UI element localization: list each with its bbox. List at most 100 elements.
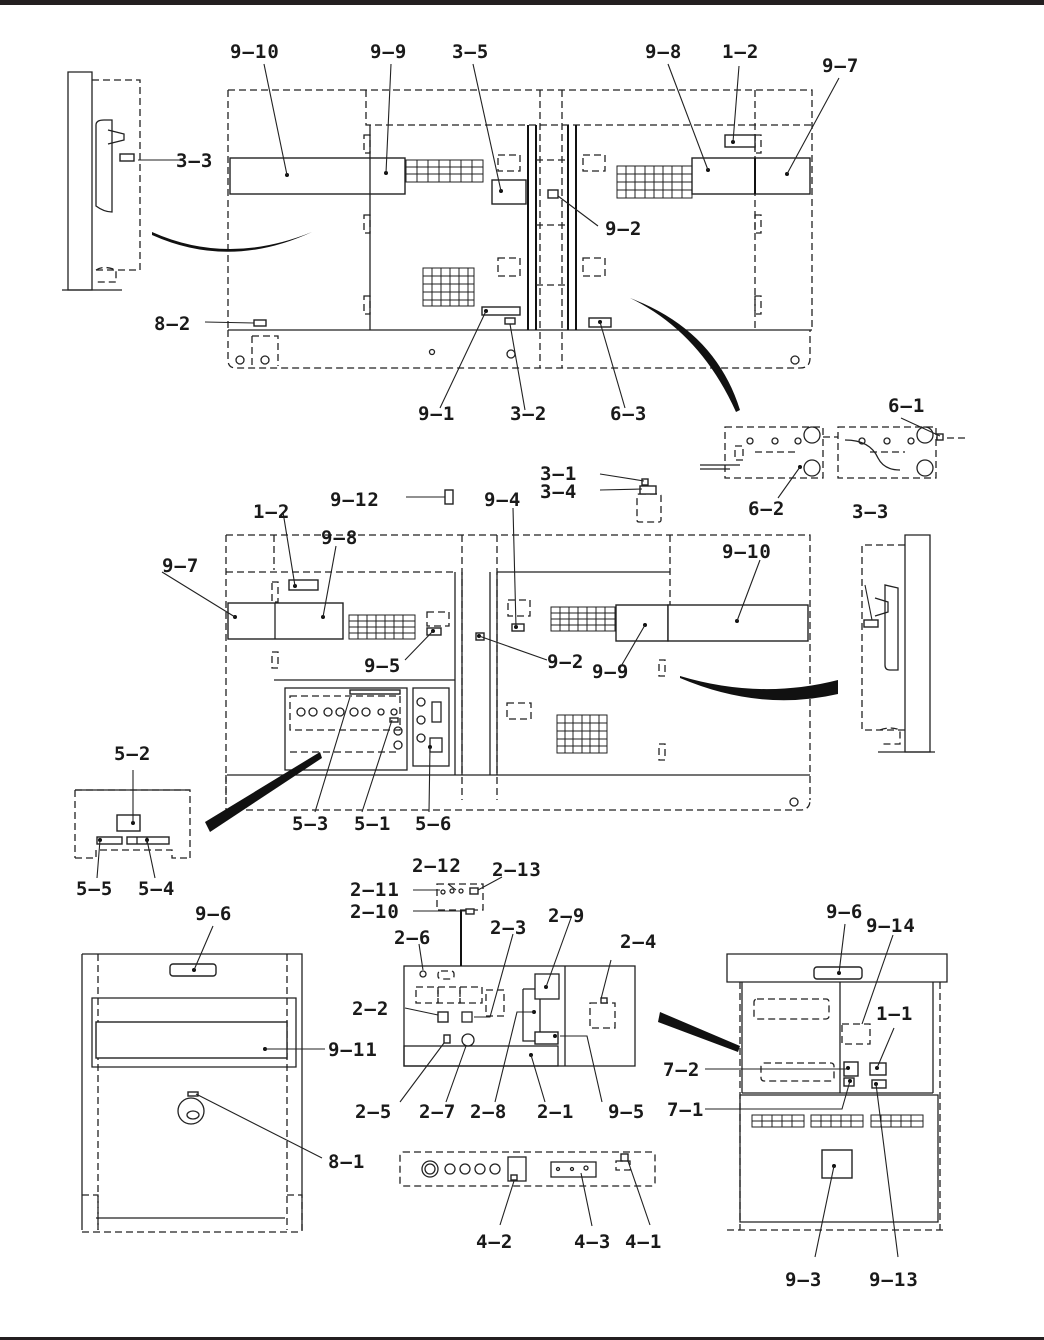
decal-9-13 <box>871 1079 887 1089</box>
control-panel-detail <box>399 876 740 1103</box>
decal-3-1 <box>641 478 649 486</box>
callout-9-11: 9–11 <box>328 1039 378 1061</box>
decal-8-1 <box>187 1091 199 1097</box>
decal-9-11 <box>95 1021 288 1059</box>
skid-outline <box>227 330 811 369</box>
callout-2-1: 2–1 <box>537 1101 574 1123</box>
callout-6-1: 6–1 <box>888 395 925 417</box>
decal-3-4 <box>639 485 657 495</box>
decal-9-2 <box>547 189 559 199</box>
decal-9-10-mid <box>667 604 809 642</box>
callout-2-8: 2–8 <box>470 1101 507 1123</box>
callout-9-2-mid: 9–2 <box>547 651 584 673</box>
decal-2-5 <box>443 1034 451 1044</box>
callout-9-2: 9–2 <box>605 218 642 240</box>
callout-4-3: 4–3 <box>574 1231 611 1253</box>
decal-3-5 <box>491 179 527 205</box>
callout-2-12: 2–12 <box>412 855 462 877</box>
vent-grille-1 <box>405 159 484 183</box>
callout-5-1: 5–1 <box>354 813 391 835</box>
callout-9-7-mid: 9–7 <box>162 555 199 577</box>
callout-5-6: 5–6 <box>415 813 452 835</box>
decal-4-3 <box>550 1161 597 1178</box>
decal-9-5-panel <box>534 1031 559 1045</box>
decal-8-2 <box>253 319 267 327</box>
callout-2-5: 2–5 <box>355 1101 392 1123</box>
view-arrow-terminal <box>205 752 322 832</box>
enclosure-top-outline <box>227 89 813 330</box>
vent-grille-rear <box>751 1114 924 1128</box>
roof-line <box>365 90 812 126</box>
callout-3-1: 3–1 <box>540 463 577 485</box>
front-view <box>81 925 325 1233</box>
vent-grille-5 <box>550 606 616 632</box>
callout-2-3: 2–3 <box>490 917 527 939</box>
callout-9-8-mid: 9–8 <box>321 527 358 549</box>
callout-3-2: 3–2 <box>510 403 547 425</box>
callout-9-14: 9–14 <box>866 915 916 937</box>
callout-7-2: 7–2 <box>663 1059 700 1081</box>
vent-grille-3 <box>422 267 475 307</box>
door-dash <box>536 90 568 368</box>
decal-4-1 <box>620 1153 629 1162</box>
callout-3-5: 3–5 <box>452 41 489 63</box>
callout-3-4: 3–4 <box>540 481 577 503</box>
callout-2-13: 2–13 <box>492 859 542 881</box>
decal-5-5 <box>96 836 123 845</box>
decal-3-3-top <box>119 153 135 162</box>
callout-2-7: 2–7 <box>419 1101 456 1123</box>
callout-2-11: 2–11 <box>350 879 400 901</box>
decal-1-2 <box>724 134 756 148</box>
vent-grille-6 <box>556 714 608 754</box>
view-arrow-left <box>152 232 312 252</box>
decal-9-8-9-7-band <box>691 157 811 195</box>
callout-9-10: 9–10 <box>230 41 280 63</box>
view-arrow-mid <box>680 676 838 701</box>
callout-2-2: 2–2 <box>352 998 389 1020</box>
decal-5-1 <box>389 717 399 723</box>
callout-1-1: 1–1 <box>876 1003 913 1025</box>
callout-4-2: 4–2 <box>476 1231 513 1253</box>
callout-5-4: 5–4 <box>138 878 175 900</box>
decal-3-3-right <box>863 619 879 628</box>
callout-9-5-panel: 9–5 <box>608 1101 645 1123</box>
callout-5-2: 5–2 <box>114 743 151 765</box>
view-arrow-right <box>630 298 740 412</box>
decal-2-7 <box>461 1033 475 1047</box>
callout-7-1: 7–1 <box>667 1099 704 1121</box>
callout-9-13: 9–13 <box>869 1269 919 1291</box>
callout-1-2-mid: 1–2 <box>253 501 290 523</box>
top-rule <box>0 0 1044 5</box>
callout-9-3: 9–3 <box>785 1269 822 1291</box>
decal-4-2 <box>510 1174 518 1181</box>
instrument-panel-detail <box>399 1151 656 1227</box>
callout-9-7: 9–7 <box>822 55 859 77</box>
callout-6-2: 6–2 <box>748 498 785 520</box>
decal-1-2-mid <box>288 579 319 591</box>
fuel-tank-detail <box>599 417 965 523</box>
radiator-detail-top <box>62 71 141 291</box>
callout-1-2: 1–2 <box>722 41 759 63</box>
bottom-rule <box>0 1337 1044 1340</box>
callout-9-6-rear: 9–6 <box>826 901 863 923</box>
decal-9-3 <box>821 1149 853 1179</box>
decal-2-10 <box>465 908 475 915</box>
callout-8-2: 8–2 <box>154 313 191 335</box>
decal-2-4 <box>600 997 608 1004</box>
decal-9-1 <box>481 306 521 316</box>
callout-9-10-mid: 9–10 <box>722 541 772 563</box>
decal-9-10-band <box>229 157 406 195</box>
decal-6-1 <box>936 433 944 441</box>
vent-grille-2 <box>616 165 693 199</box>
callout-5-5: 5–5 <box>76 878 113 900</box>
output-terminal-detail <box>74 770 191 879</box>
callout-6-3: 6–3 <box>610 403 647 425</box>
callout-9-9: 9–9 <box>370 41 407 63</box>
decal-3-2 <box>504 317 516 325</box>
decal-9-4 <box>511 623 525 632</box>
callout-2-4: 2–4 <box>620 931 657 953</box>
callout-2-10: 2–10 <box>350 901 400 923</box>
decal-9-7-9-8-band <box>227 602 344 640</box>
decal-9-12 <box>444 489 454 505</box>
door-posts <box>527 125 577 330</box>
